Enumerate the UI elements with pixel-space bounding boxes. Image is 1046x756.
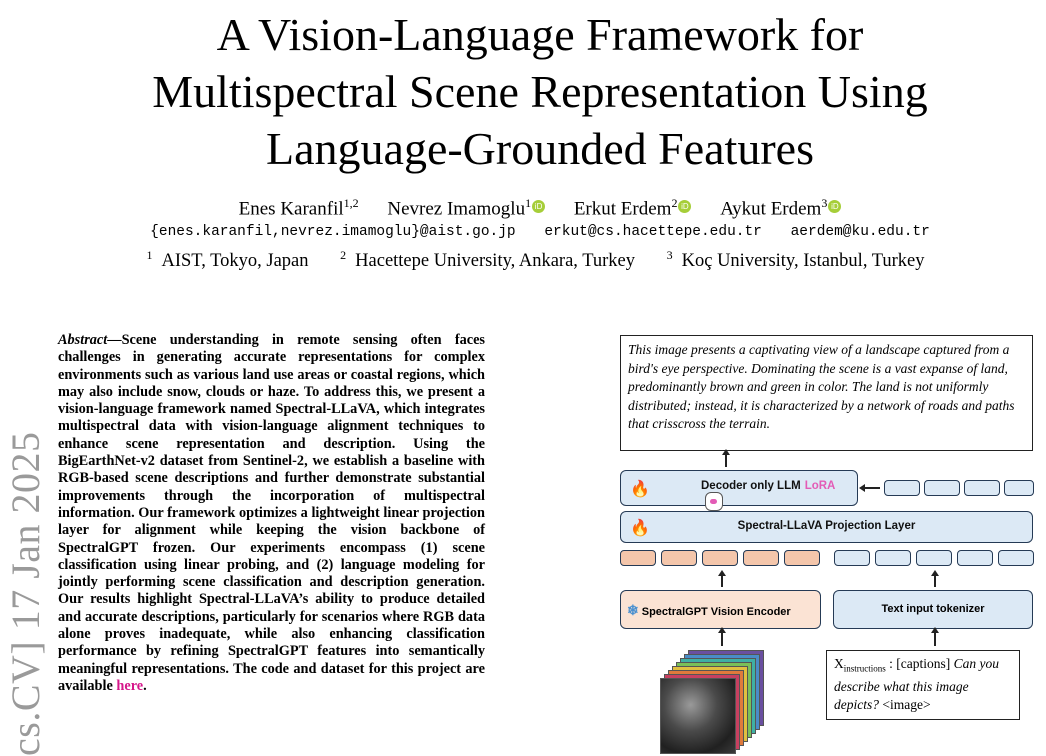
email: erkut@cs.hacettepe.edu.tr [544, 224, 762, 240]
email: {enes.karanfil,nevrez.imamoglu}@aist.go.… [150, 224, 516, 240]
affiliation: 3 Koç University, Istanbul, Turkey [666, 248, 934, 272]
encoder-label-wrap: ❄SpectralGPT Vision Encoder [627, 602, 791, 619]
orcid-icon[interactable]: iD [828, 200, 842, 214]
text-token [875, 550, 911, 566]
grayscale-band-image [660, 678, 736, 754]
text-token [916, 550, 952, 566]
title-line: Language-Grounded Features [266, 123, 814, 174]
text-token [924, 480, 960, 496]
projection-layer-block: 🔥 Spectral-LLaVA Projection Layer [620, 511, 1033, 543]
abstract-heading: Abstract [58, 332, 108, 348]
arrow-up-icon [722, 449, 730, 467]
author-name: Enes Karanfil [238, 198, 344, 220]
abstract: Abstract—Scene understanding in remote s… [58, 332, 485, 695]
encoder-label: SpectralGPT Vision Encoder [641, 606, 791, 618]
text-token [884, 480, 920, 496]
visual-token [702, 550, 738, 566]
author-affil-sup: 1,2 [343, 196, 359, 210]
email: aerdem@ku.edu.tr [790, 224, 930, 240]
paper-title: A Vision-Language Framework for Multispe… [100, 6, 980, 177]
author-affil-sup: 3 [821, 196, 828, 210]
orcid-icon[interactable]: iD [678, 200, 692, 214]
arrow-up-icon [931, 627, 939, 646]
output-caption-box: This image presents a captivating view o… [620, 335, 1033, 451]
text-token [1004, 480, 1034, 496]
title-line: A Vision-Language Framework for [216, 9, 864, 60]
instr-var: X [834, 656, 844, 671]
arrow-up-icon [718, 627, 726, 646]
author-name: Erkut Erdem [573, 198, 672, 220]
author-affil-sup: 1 [525, 196, 532, 210]
abstract-end: . [143, 677, 147, 694]
visual-token [661, 550, 697, 566]
lora-icon [705, 492, 723, 511]
visual-token [784, 550, 820, 566]
text-tokenizer-block: Text input tokenizer [833, 590, 1033, 629]
affiliation: 2 Hacettepe University, Ankara, Turkey [340, 248, 644, 272]
lora-label: LoRA [804, 480, 836, 492]
instr-sub: instructions [843, 663, 886, 674]
affil-sup: 2 [340, 248, 347, 262]
abstract-body: —Scene understanding in remote sensing o… [58, 332, 485, 694]
author-emails: {enes.karanfil,nevrez.imamoglu}@aist.go.… [40, 224, 1040, 240]
visual-token [620, 550, 656, 566]
instruction-box: Xinstructions : [captions] Can you descr… [826, 650, 1020, 720]
projection-label: Spectral-LLaVA Projection Layer [737, 520, 916, 532]
affil-sup: 1 [146, 248, 153, 262]
author-name: Aykut Erdem [720, 198, 822, 220]
arxiv-watermark: cs.CV] 17 Jan 2025 [3, 431, 48, 756]
affil-text: AIST, Tokyo, Japan [161, 251, 309, 272]
architecture-figure: This image presents a captivating view o… [608, 330, 1038, 756]
affil-sup: 3 [666, 248, 673, 262]
affiliation: 1 AIST, Tokyo, Japan [146, 248, 317, 272]
author-affil-sup: 2 [671, 196, 678, 210]
affiliations: 1 AIST, Tokyo, Japan 2 Hacettepe Universit… [40, 248, 1040, 272]
arrow-up-icon [931, 570, 939, 587]
instr-prefix: : [captions] [885, 656, 954, 671]
affil-text: Koç University, Istanbul, Turkey [681, 251, 925, 272]
title-line: Multispectral Scene Representation Using [152, 66, 928, 117]
snowflake-icon: ❄ [627, 602, 639, 618]
text-token [964, 480, 1000, 496]
arrow-up-icon [718, 570, 726, 587]
code-link[interactable]: here [116, 677, 144, 694]
llm-text: Decoder only LLM [701, 480, 801, 492]
text-token [998, 550, 1034, 566]
flame-icon: 🔥 [630, 520, 650, 537]
vision-encoder-block: ❄SpectralGPT Vision Encoder [620, 590, 821, 629]
instr-question: Can you describe what this image depicts… [834, 656, 999, 712]
arrow-left-icon [859, 484, 880, 492]
affil-text: Hacettepe University, Ankara, Turkey [355, 251, 635, 272]
author: Enes Karanfil1,2 [239, 196, 359, 220]
text-token [957, 550, 993, 566]
visual-token [743, 550, 779, 566]
author-name: Nevrez Imamoglu [387, 198, 526, 220]
flame-icon: 🔥 [630, 481, 650, 498]
text-token [834, 550, 870, 566]
instr-suffix: <image> [879, 696, 931, 712]
orcid-icon[interactable]: iD [532, 200, 546, 214]
